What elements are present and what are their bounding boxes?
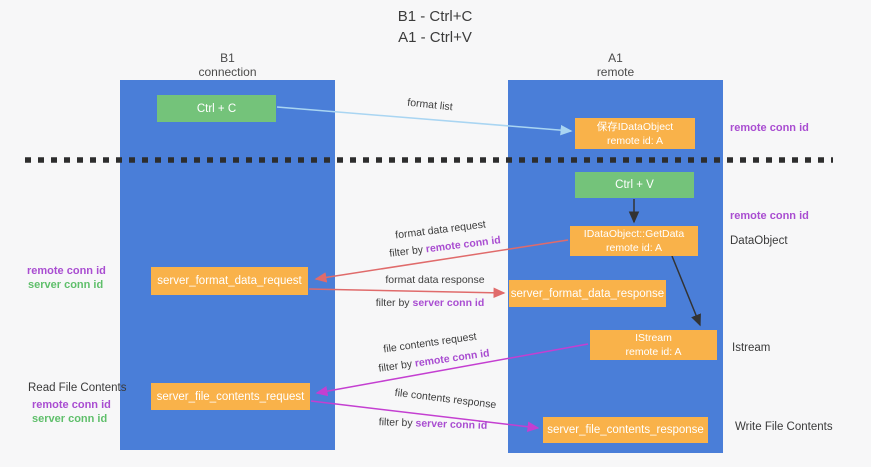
ctrl-v-label: Ctrl + V [615,179,654,191]
format-response-filter-label: filter by server conn id [365,297,495,309]
format-request-arrow [314,239,569,283]
server-format-data-request-box: server_format_data_request [151,267,308,295]
lane-a1-role: remote [596,65,635,79]
file-response-arrow [310,400,540,432]
store-dataobject-box: 保存IDataObject remote id: A [575,118,695,149]
store-dataobject-line2: remote id: A [606,134,664,147]
format-response-filter-prefix: filter by [375,297,413,309]
istream-box: IStream remote id: A [590,330,717,360]
lane-a1-name: A1 [608,51,623,65]
format-response-filter-highlight: server conn id [412,297,485,309]
store-dataobject-line1: 保存IDataObject [596,120,674,133]
ctrl-v-box: Ctrl + V [575,172,694,198]
lane-b1-role: connection [198,65,257,79]
getdata-box: IDataObject::GetData remote id: A [570,226,698,256]
server-format-data-request-label: server_format_data_request [157,275,302,287]
getdata-line1: IDataObject::GetData [583,228,685,240]
server-file-contents-response-label: server_file_contents_response [547,424,704,436]
title-line-2: A1 - Ctrl+V [398,29,472,46]
server-file-contents-request-label: server_file_contents_request [156,390,305,403]
ctrl-c-label: Ctrl + C [196,102,237,115]
format-response-arrow [308,287,506,299]
istream-line1: IStream [635,332,672,344]
right-remote-conn-id-top-label: remote conn id [730,122,809,134]
server-format-data-response-box: server_format_data_response [509,280,666,307]
dataobject-label: DataObject [730,235,788,247]
file-response-filter-highlight: server conn id [415,417,488,432]
getdata-to-istream-arrow [671,255,701,327]
lane-header-a1: A1 remote [508,51,723,79]
read-file-contents-label: Read File Contents [28,382,127,394]
lane-header-b1: B1 connection [120,51,335,79]
server-file-contents-request-box: server_file_contents_request [151,383,310,410]
left-server-conn-id-label: server conn id [28,279,104,291]
getdata-line2: remote id: A [605,242,663,254]
format-list-arrow [276,106,573,136]
file-request-arrow [315,343,589,397]
left-remote-conn-id-bottom-label: remote conn id [32,399,111,411]
istream-side-label: Istream [732,342,771,354]
istream-line2: remote id: A [625,346,682,358]
left-server-conn-id-bottom-label: server conn id [32,413,108,425]
lane-b1-name: B1 [220,51,235,65]
ctrl-c-box: Ctrl + C [157,95,276,122]
write-file-contents-label: Write File Contents [735,421,833,433]
title-line-1: B1 - Ctrl+C [397,8,473,25]
diagram-title: B1 - Ctrl+C A1 - Ctrl+V [330,6,540,48]
right-remote-conn-id-mid-label: remote conn id [730,210,809,222]
left-remote-conn-id-label: remote conn id [27,265,106,277]
server-file-contents-response-box: server_file_contents_response [543,417,708,443]
file-response-filter-prefix: filter by [378,416,416,430]
format-data-response-label: format data response [385,274,485,286]
server-format-data-response-label: server_format_data_response [510,287,665,300]
